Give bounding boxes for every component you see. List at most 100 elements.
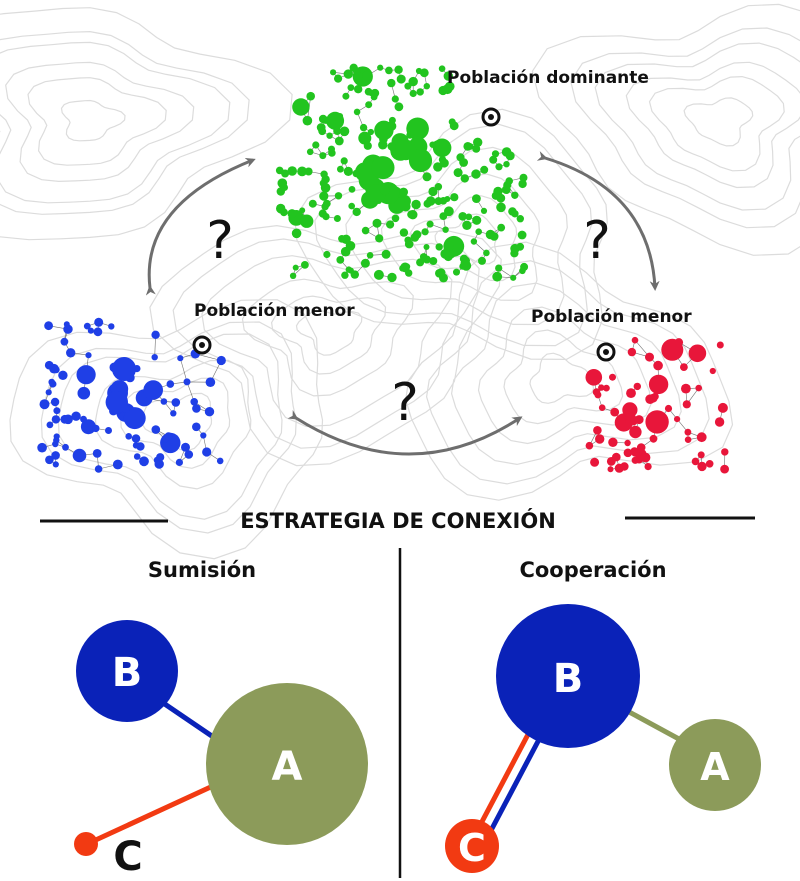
link-b-c-blue [484, 728, 547, 840]
marker-minor-left-icon [192, 335, 212, 355]
network-node [688, 344, 707, 363]
network-node [705, 460, 714, 468]
network-node [125, 433, 132, 440]
network-node [460, 174, 469, 183]
network-node [510, 274, 517, 281]
network-node [664, 404, 673, 413]
network-node [620, 462, 629, 471]
network-node [132, 442, 140, 449]
node-b-label: B [553, 656, 584, 702]
network-node [682, 400, 691, 409]
network-node [505, 151, 515, 161]
marker-minor-right-icon [596, 342, 616, 362]
network-node [93, 327, 103, 337]
network-node [319, 152, 327, 160]
contour-line [477, 306, 652, 445]
network-node [439, 158, 449, 168]
network-node [453, 268, 460, 276]
network-node [160, 398, 168, 405]
network-node [381, 249, 391, 259]
network-node [352, 207, 361, 217]
network-node [354, 85, 363, 94]
network-node [289, 272, 297, 279]
network-node [438, 65, 446, 72]
network-node [435, 243, 443, 251]
network-node [396, 74, 406, 84]
network-node [720, 464, 729, 474]
network-node [691, 457, 700, 466]
network-node [292, 98, 310, 116]
network-node [347, 84, 355, 91]
contour-line [241, 278, 414, 397]
contour-line [625, 61, 800, 189]
network-node [598, 384, 605, 391]
network-node [52, 461, 59, 468]
network-node [83, 322, 91, 330]
network-node [275, 166, 284, 175]
network-node [590, 457, 600, 467]
network-node [603, 384, 610, 392]
network-node [465, 213, 473, 221]
network-node [633, 382, 641, 391]
network-node [471, 169, 481, 179]
network-node [85, 352, 92, 359]
network-node [321, 202, 329, 211]
node-a [669, 719, 761, 811]
network-node [308, 199, 317, 208]
network-node [151, 425, 161, 434]
arrow-left-dominant [145, 157, 256, 296]
network-node [462, 220, 472, 230]
network-node [62, 443, 69, 451]
network-node [610, 407, 620, 417]
network-node [202, 447, 212, 457]
network-node [518, 179, 527, 189]
network-node [151, 354, 158, 361]
network-node [429, 257, 438, 265]
network-node [184, 450, 194, 459]
network-node [287, 209, 297, 219]
network-node [340, 157, 348, 165]
network-node [428, 186, 438, 197]
network-node [505, 177, 513, 185]
network-node [343, 69, 353, 79]
submission-title: Sumisión [148, 558, 256, 582]
network-node [460, 259, 469, 268]
network-node [105, 390, 128, 414]
node-c [445, 819, 499, 873]
contour-line [405, 241, 734, 501]
network-node [387, 142, 396, 151]
network-node [617, 417, 626, 426]
network-node [444, 241, 454, 251]
question-mark-bottom: ? [391, 373, 419, 433]
network-node [609, 373, 616, 381]
network-node [585, 369, 603, 386]
network-node [623, 448, 633, 458]
network-node [449, 121, 459, 131]
network-node [60, 337, 69, 346]
network-node [640, 452, 651, 463]
network-node [94, 465, 103, 473]
network-node [164, 432, 173, 441]
network-node [87, 327, 94, 334]
contour-line [294, 108, 608, 361]
cooperation-diagram: B A C [445, 604, 761, 873]
network-node [399, 228, 409, 237]
network-node [156, 453, 165, 462]
network-node [205, 377, 216, 388]
network-node [377, 64, 384, 71]
link-b-c-red [473, 723, 536, 835]
network-node [696, 432, 707, 443]
network-node [44, 321, 53, 331]
network-node [442, 84, 453, 95]
network-node [333, 215, 341, 222]
network-node [46, 421, 54, 429]
network-node [492, 271, 503, 282]
contour-line [594, 42, 800, 211]
arrow-left-right [287, 410, 523, 456]
network-node [131, 434, 141, 443]
contour-line [425, 260, 710, 485]
network-node [51, 451, 60, 460]
network-node [648, 374, 669, 395]
network-node [301, 261, 309, 269]
network-node [593, 426, 602, 435]
